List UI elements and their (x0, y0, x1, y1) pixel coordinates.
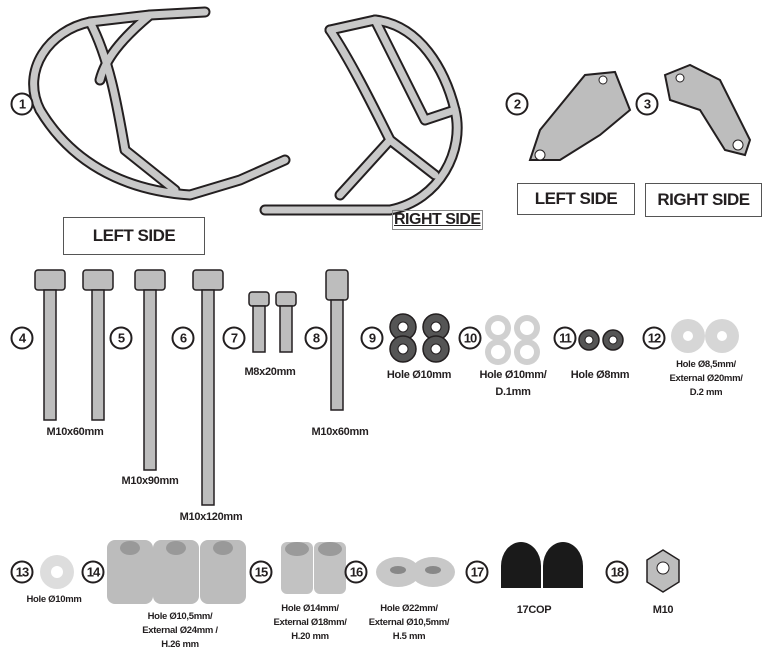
part-number-4: 4 (10, 326, 34, 350)
part-15-label: Hole Ø14mm/External Ø18mm/H.20 mm (273, 602, 346, 644)
bolt-shaft (201, 289, 215, 506)
bolt-shaft (252, 305, 266, 353)
part-13-label: Hole Ø10mm (26, 594, 82, 605)
bolt-shaft (330, 299, 344, 411)
spacer-tube (153, 540, 199, 604)
hex-bolt-head (82, 269, 114, 291)
line: Hole Ø14mm/ (281, 603, 339, 614)
socket-bolt-head (325, 269, 349, 301)
line: H.20 mm (291, 631, 329, 642)
part-number-11: 11 (553, 326, 577, 350)
socket-bolt-head (248, 291, 270, 307)
part-number-9: 9 (360, 326, 384, 350)
spacer-short (314, 542, 346, 594)
left-bracket (528, 70, 632, 161)
part-14-label: Hole Ø10,5mm/External Ø24mm / H.26 mm (142, 610, 218, 652)
part-number-13: 13 (10, 560, 34, 584)
part-8-label: M10x60mm (311, 426, 369, 438)
part-7-label: M8x20mm (244, 366, 296, 378)
line: Hole Ø8,5mm/ (676, 359, 736, 370)
line: Hole Ø22mm/ (380, 603, 438, 614)
part-number-6: 6 (171, 326, 195, 350)
right-side-bracket-label: RIGHT SIDE (645, 183, 762, 217)
hex-bolt-head (34, 269, 66, 291)
spacer-tube (107, 540, 153, 604)
part-number-3: 3 (635, 92, 659, 116)
bolt-shaft (279, 305, 293, 353)
part-11-label: Hole Ø8mm (570, 369, 630, 381)
part-number-17: 17 (465, 560, 489, 584)
line: External Ø18mm/ (273, 617, 347, 628)
line: H.26 mm (161, 639, 199, 650)
part-number-8: 8 (304, 326, 328, 350)
line: D.2 mm (689, 387, 723, 398)
part-18-label: M10 (652, 604, 674, 616)
right-side-guard-label: RIGHT SIDE (392, 210, 483, 230)
line: Hole Ø10mm/ (479, 369, 547, 381)
spacer-short (281, 542, 313, 594)
spacer-tube (200, 540, 246, 604)
line: External Ø10,5mm/ (368, 617, 450, 628)
left-side-guard-label: LEFT SIDE (63, 217, 205, 255)
line: H.5 mm (392, 631, 426, 642)
socket-bolt-head (275, 291, 297, 307)
part-number-5: 5 (109, 326, 133, 350)
left-side-bracket-label: LEFT SIDE (517, 183, 635, 215)
line: External Ø20mm/ (669, 373, 743, 384)
part-16-label: Hole Ø22mm/External Ø10,5mm/H.5 mm (368, 602, 450, 644)
part-17-label: 17COP (516, 604, 552, 616)
part-number-2: 2 (505, 92, 529, 116)
part-4-label: M10x60mm (46, 426, 104, 438)
part-12-label: Hole Ø8,5mm/External Ø20mm/D.2 mm (669, 358, 742, 400)
cap-nut-cover (543, 542, 583, 588)
line: D.1mm (495, 386, 531, 398)
part-number-15: 15 (249, 560, 273, 584)
line: External Ø24mm / (142, 625, 218, 636)
bolt-shaft (143, 289, 157, 471)
bolt-shaft (43, 289, 57, 421)
part-number-14: 14 (81, 560, 105, 584)
bolt-shaft (91, 289, 105, 421)
part-9-label: Hole Ø10mm (386, 369, 452, 381)
cap-nut-cover (501, 542, 541, 588)
part-5-label: M10x90mm (121, 475, 179, 487)
right-bracket (663, 63, 752, 157)
part-number-12: 12 (642, 326, 666, 350)
hex-bolt-head (134, 269, 166, 291)
line: Hole Ø10,5mm/ (147, 611, 213, 622)
part-number-1: 1 (10, 92, 34, 116)
hex-bolt-head (192, 269, 224, 291)
part-6-label: M10x120mm (179, 511, 243, 523)
part-number-16: 16 (344, 560, 368, 584)
left-crash-bar (28, 6, 291, 201)
part-number-10: 10 (458, 326, 482, 350)
part-10-label: Hole Ø10mm/D.1mm (479, 367, 546, 401)
part-number-18: 18 (605, 560, 629, 584)
part-number-7: 7 (222, 326, 246, 350)
